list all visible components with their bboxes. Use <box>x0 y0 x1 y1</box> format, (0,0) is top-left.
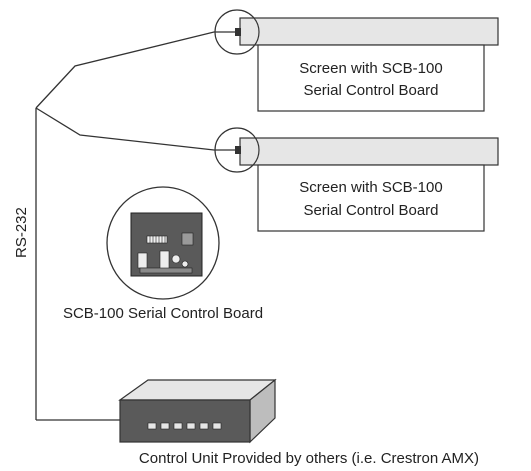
screen-2-connector <box>235 146 241 154</box>
board-pin-header-pins <box>149 236 166 243</box>
board-caption: SCB-100 Serial Control Board <box>63 305 263 322</box>
control-unit-ports <box>147 422 222 430</box>
control-unit-port <box>173 422 183 430</box>
screen-1-label-box <box>257 44 485 112</box>
board-component <box>159 250 170 270</box>
control-unit-port <box>212 422 222 430</box>
control-unit-port <box>160 422 170 430</box>
rs232-cable <box>35 31 238 421</box>
screen-2-housing <box>239 137 499 166</box>
control-unit-caption: Control Unit Provided by others (i.e. Cr… <box>139 450 479 467</box>
screen-1: Screen with SCB-100 Serial Control Board <box>214 9 499 112</box>
screen-2-connector-callout <box>214 127 260 173</box>
screen-2-label-line2: Serial Control Board <box>303 202 438 219</box>
screen-1-label-line1: Screen with SCB-100 <box>299 60 442 77</box>
control-unit-front <box>119 399 251 443</box>
screen-1-connector-callout <box>214 9 260 55</box>
control-unit: Control Unit Provided by others (i.e. Cr… <box>118 378 479 467</box>
board-pin-header <box>146 235 168 244</box>
control-unit-port <box>199 422 209 430</box>
screen-2-label-line1: Screen with SCB-100 <box>299 179 442 196</box>
cable-branch-screen-1 <box>35 31 238 109</box>
board-relay <box>137 252 148 269</box>
screen-1-connector <box>235 28 241 36</box>
control-unit-port <box>186 422 196 430</box>
control-unit-port <box>147 422 157 430</box>
screen-2: Screen with SCB-100 Serial Control Board <box>214 127 499 232</box>
screen-2-label-box <box>257 164 485 232</box>
board-capacitor-2 <box>181 260 189 268</box>
cable-branch-screen-2 <box>35 107 238 151</box>
board-capacitor-1 <box>171 254 181 264</box>
control-unit-top <box>118 379 277 401</box>
rs232-label: RS-232 <box>13 207 30 258</box>
scb-100-board: SCB-100 Serial Control Board <box>63 186 263 322</box>
screen-1-label-line2: Serial Control Board <box>303 82 438 99</box>
screen-1-housing <box>239 17 499 46</box>
board-terminal-strip <box>139 267 193 274</box>
board-chip <box>181 232 194 246</box>
